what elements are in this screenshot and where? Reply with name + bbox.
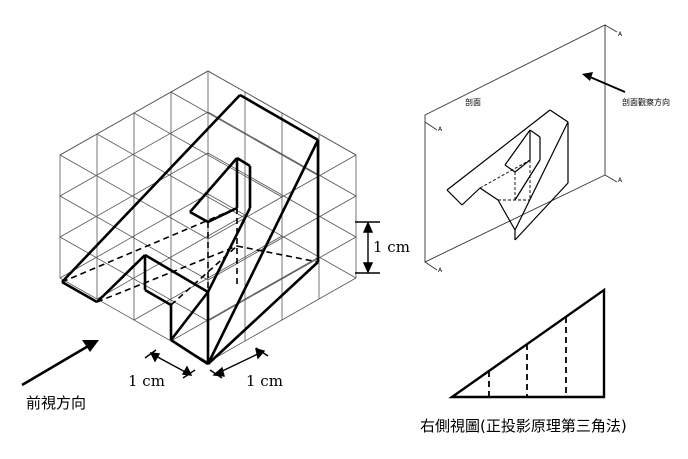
dimension-left-label: 1 cm — [128, 372, 165, 390]
marker-a-4: A — [618, 177, 623, 184]
dimension-left — [144, 349, 196, 379]
right-view-caption: 右側視圖(正投影原理第三角法) — [420, 417, 627, 435]
dimension-right — [209, 347, 269, 379]
dimension-height — [355, 221, 380, 274]
dimension-height-label: 1 cm — [373, 238, 410, 256]
dimension-right-label: 1 cm — [246, 372, 283, 390]
section-plane-label: 剖面 — [465, 97, 481, 107]
right-side-view — [448, 287, 606, 399]
section-solid — [446, 109, 569, 241]
section-markers — [424, 24, 618, 271]
view-direction-arrow — [21, 340, 99, 387]
marker-a-1: A — [438, 126, 443, 133]
isometric-object — [61, 93, 320, 366]
view-direction-label: 前視方向 — [26, 394, 86, 412]
section-plane — [424, 24, 606, 263]
marker-a-3: A — [618, 31, 623, 38]
observation-direction-label: 剖面觀察方向 — [622, 97, 670, 107]
isometric-grid — [59, 70, 357, 363]
right-side-view-hidden — [488, 317, 567, 397]
hidden-lines — [61, 207, 319, 306]
section-solid-hidden — [479, 159, 531, 201]
marker-a-2: A — [438, 267, 443, 274]
observation-arrow — [582, 72, 626, 93]
